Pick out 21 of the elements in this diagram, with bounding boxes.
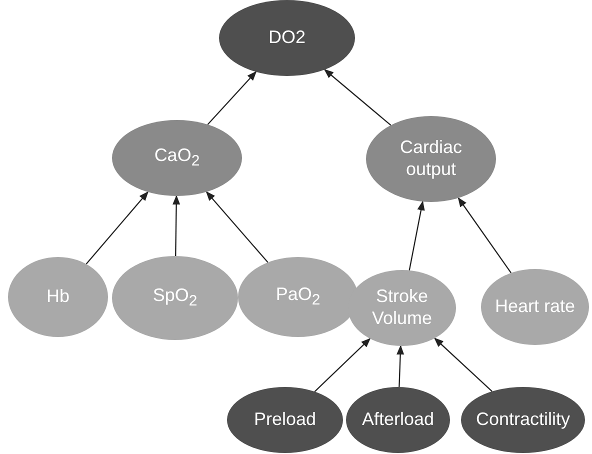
node-label: Preload (254, 409, 316, 431)
arrow (207, 71, 257, 125)
arrow (434, 338, 492, 392)
node-label: Hb (46, 286, 70, 308)
arrow (206, 191, 268, 263)
arrow (314, 338, 371, 392)
node-label: CaO$_{2}$ (154, 145, 200, 171)
node-label: Heart rate (494, 296, 576, 318)
node-label: Stroke Volume (370, 286, 434, 330)
node-label: PaO$_{2}$ (276, 284, 320, 310)
arrow (172, 195, 180, 256)
node-label: Cardiac output (398, 137, 464, 181)
arrow (86, 191, 149, 264)
node-label: Contractility (476, 409, 570, 431)
node-label: Afterload (362, 409, 434, 431)
arrow (396, 345, 404, 388)
node-label: SpO$_{2}$ (152, 285, 198, 311)
arrow (408, 200, 425, 270)
node-label: DO2 (268, 27, 306, 49)
arrow (324, 69, 392, 126)
arrow (458, 197, 512, 274)
